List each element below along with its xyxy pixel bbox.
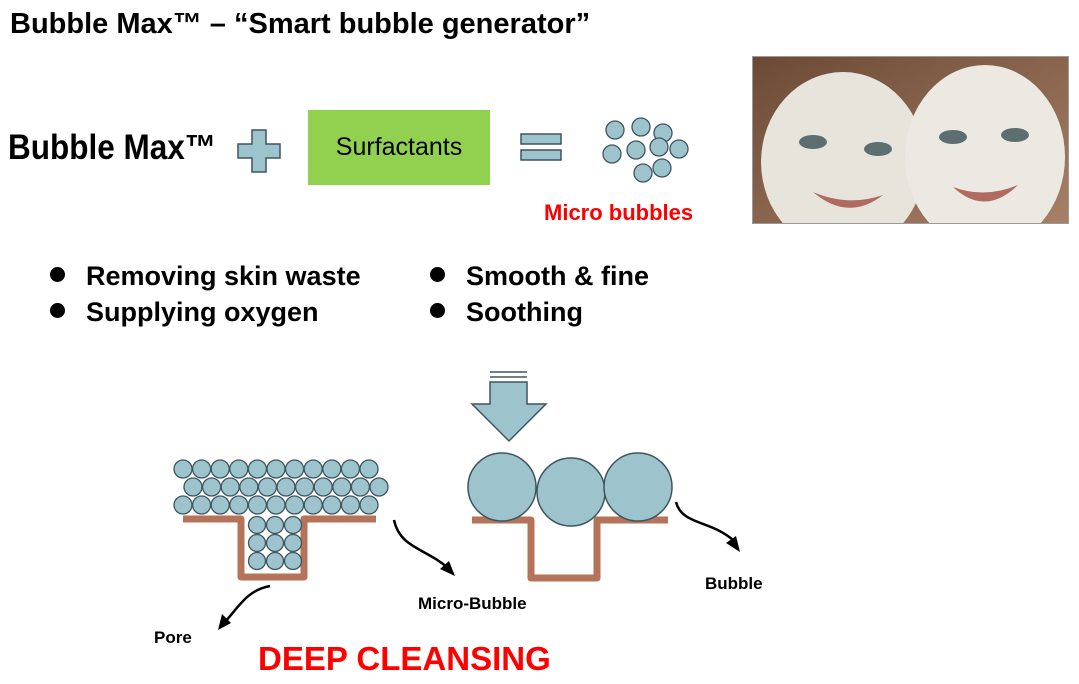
micro-bubble	[266, 495, 286, 515]
micro-bubble-icon	[652, 158, 672, 178]
micro-bubble-icon	[602, 144, 622, 164]
pore-label: Pore	[154, 628, 192, 647]
bubble-label: Bubble	[705, 574, 763, 593]
benefit-item: Soothing	[430, 297, 583, 328]
micro-bubble	[220, 477, 240, 497]
micro-bubble	[191, 459, 212, 479]
micro-bubble	[284, 495, 305, 515]
micro-bubble	[313, 477, 333, 497]
micro-bubble-pointer-arrow-icon	[392, 519, 455, 576]
micro-bubble	[257, 477, 278, 497]
large-bubble	[536, 457, 606, 527]
pore-bubbles	[247, 515, 303, 571]
large-bubbles	[467, 452, 673, 527]
micro-bubble	[265, 551, 285, 571]
surfactants-box: Surfactants	[308, 110, 490, 185]
micro-bubble-icon	[626, 140, 646, 160]
large-bubble	[603, 452, 673, 522]
plus-icon	[237, 129, 281, 173]
micro-bubble	[210, 459, 230, 479]
large-bubble	[467, 452, 537, 522]
skin-surface-left	[183, 515, 376, 581]
bullet-icon	[50, 267, 65, 283]
micro-bubble	[303, 459, 323, 479]
bullet-icon	[430, 303, 445, 319]
micro-bubble	[201, 477, 222, 497]
micro-bubble	[191, 495, 212, 515]
micro-bubble	[266, 459, 286, 479]
face-mask-photo-illustration	[753, 57, 1068, 223]
benefit-item: Removing skin waste	[50, 261, 361, 292]
micro-bubble	[229, 459, 249, 479]
bullet-icon	[50, 303, 65, 319]
micro-bubble	[265, 533, 285, 553]
micro-bubble-icon	[669, 139, 689, 159]
benefit-item: Smooth & fine	[430, 261, 649, 292]
micro-bubble	[283, 515, 303, 535]
micro-bubble-layer	[173, 459, 389, 515]
micro-bubble	[350, 477, 371, 497]
micro-bubble-icon	[631, 117, 651, 137]
skin-surface-right	[472, 516, 668, 582]
micro-bubble	[359, 495, 379, 515]
micro-bubble-label: Micro-Bubble	[418, 594, 527, 613]
micro-bubble	[284, 459, 305, 479]
micro-bubble	[283, 551, 303, 571]
micro-bubble	[276, 477, 296, 497]
micro-bubble	[359, 459, 379, 479]
micro-bubble	[247, 533, 267, 553]
micro-bubble	[369, 477, 389, 497]
equals-icon	[520, 133, 562, 161]
benefit-item: Supplying oxygen	[50, 297, 319, 328]
micro-bubble	[322, 495, 342, 515]
micro-bubble	[322, 459, 342, 479]
micro-bubble	[340, 459, 361, 479]
micro-bubble	[247, 551, 267, 571]
micro-bubble	[183, 477, 203, 497]
micro-bubble	[247, 459, 268, 479]
micro-bubble	[229, 495, 249, 515]
face-mask-photo	[752, 56, 1069, 224]
micro-bubbles-label: Micro bubbles	[544, 200, 694, 225]
micro-bubble	[283, 533, 303, 553]
pore-pointer-arrow-icon	[218, 584, 271, 630]
brand-name: Bubble Max™	[8, 128, 217, 167]
micro-bubble	[210, 495, 230, 515]
micro-bubble-icon	[649, 137, 669, 157]
deep-cleansing-caption: DEEP CLEANSING	[258, 640, 551, 677]
micro-bubble	[247, 515, 267, 535]
micro-bubble	[247, 495, 268, 515]
micro-bubbles-cluster-icon	[602, 117, 689, 183]
bullet-icon	[430, 267, 445, 283]
micro-bubble-icon	[633, 163, 653, 183]
micro-bubble	[173, 459, 193, 479]
micro-bubble	[173, 495, 193, 515]
micro-bubble	[303, 495, 323, 515]
micro-bubble	[239, 477, 259, 497]
micro-bubble	[294, 477, 315, 497]
micro-bubble-icon	[605, 120, 625, 140]
bubble-pointer-arrow-icon	[674, 501, 740, 552]
micro-bubble	[265, 515, 285, 535]
page-title: Bubble Max™ – “Smart bubble generator”	[10, 8, 591, 40]
micro-bubble	[332, 477, 352, 497]
pressure-arrow-icon	[470, 371, 548, 443]
micro-bubble	[340, 495, 361, 515]
